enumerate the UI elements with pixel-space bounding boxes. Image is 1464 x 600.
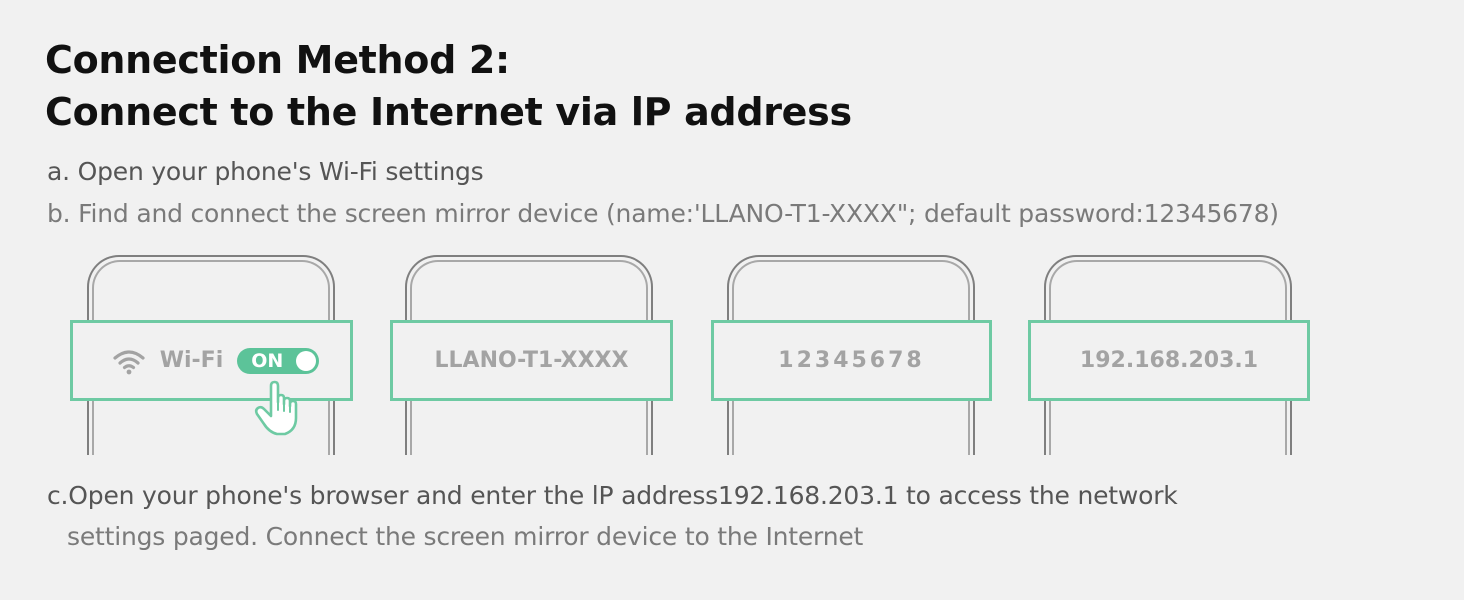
- step-c-line-1: c.Open your phone's browser and enter th…: [47, 481, 1178, 510]
- title-line-1: Connection Method 2:: [45, 38, 510, 82]
- hand-pointer-icon: [254, 380, 298, 436]
- password-card: 12345678: [711, 320, 992, 401]
- step-b-text: b. Find and connect the screen mirror de…: [47, 199, 1279, 228]
- title-line-2: Connect to the Internet via lP address: [45, 90, 852, 134]
- password-text: 12345678: [778, 348, 925, 373]
- toggle-knob: [296, 350, 317, 371]
- step-c-line-2: settings paged. Connect the screen mirro…: [67, 522, 864, 551]
- device-name-card: LLANO-T1-XXXX: [390, 320, 673, 401]
- page-title: Connection Method 2: Connect to the Inte…: [45, 34, 852, 138]
- wifi-settings-card: Wi-Fi ON: [70, 320, 353, 401]
- wifi-toggle[interactable]: ON: [237, 347, 320, 374]
- toggle-label: ON: [251, 349, 284, 372]
- wifi-icon: [113, 349, 145, 374]
- ip-address-text: 192.168.203.1: [1079, 348, 1259, 373]
- step-a-text: a. Open your phone's Wi-Fi settings: [47, 157, 484, 186]
- wifi-label: Wi-Fi: [159, 348, 224, 373]
- device-name-text: LLANO-T1-XXXX: [434, 348, 629, 373]
- wifi-row: Wi-Fi ON: [112, 347, 320, 375]
- ip-address-card: 192.168.203.1: [1028, 320, 1310, 401]
